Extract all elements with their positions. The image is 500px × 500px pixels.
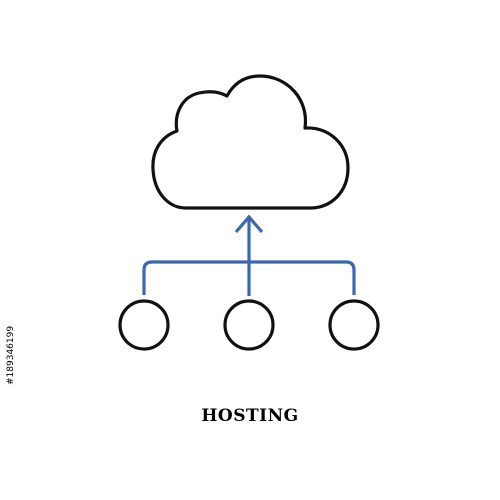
stock-id-label: #189346199 (6, 325, 16, 385)
node-circle-icon-left (118, 299, 170, 351)
cloud-icon (151, 74, 350, 210)
arrow-up-icon (234, 214, 264, 296)
caption-title: HOSTING (201, 406, 299, 426)
node-circle-icon-center (223, 299, 275, 351)
node-circle-icon-right (328, 299, 380, 351)
